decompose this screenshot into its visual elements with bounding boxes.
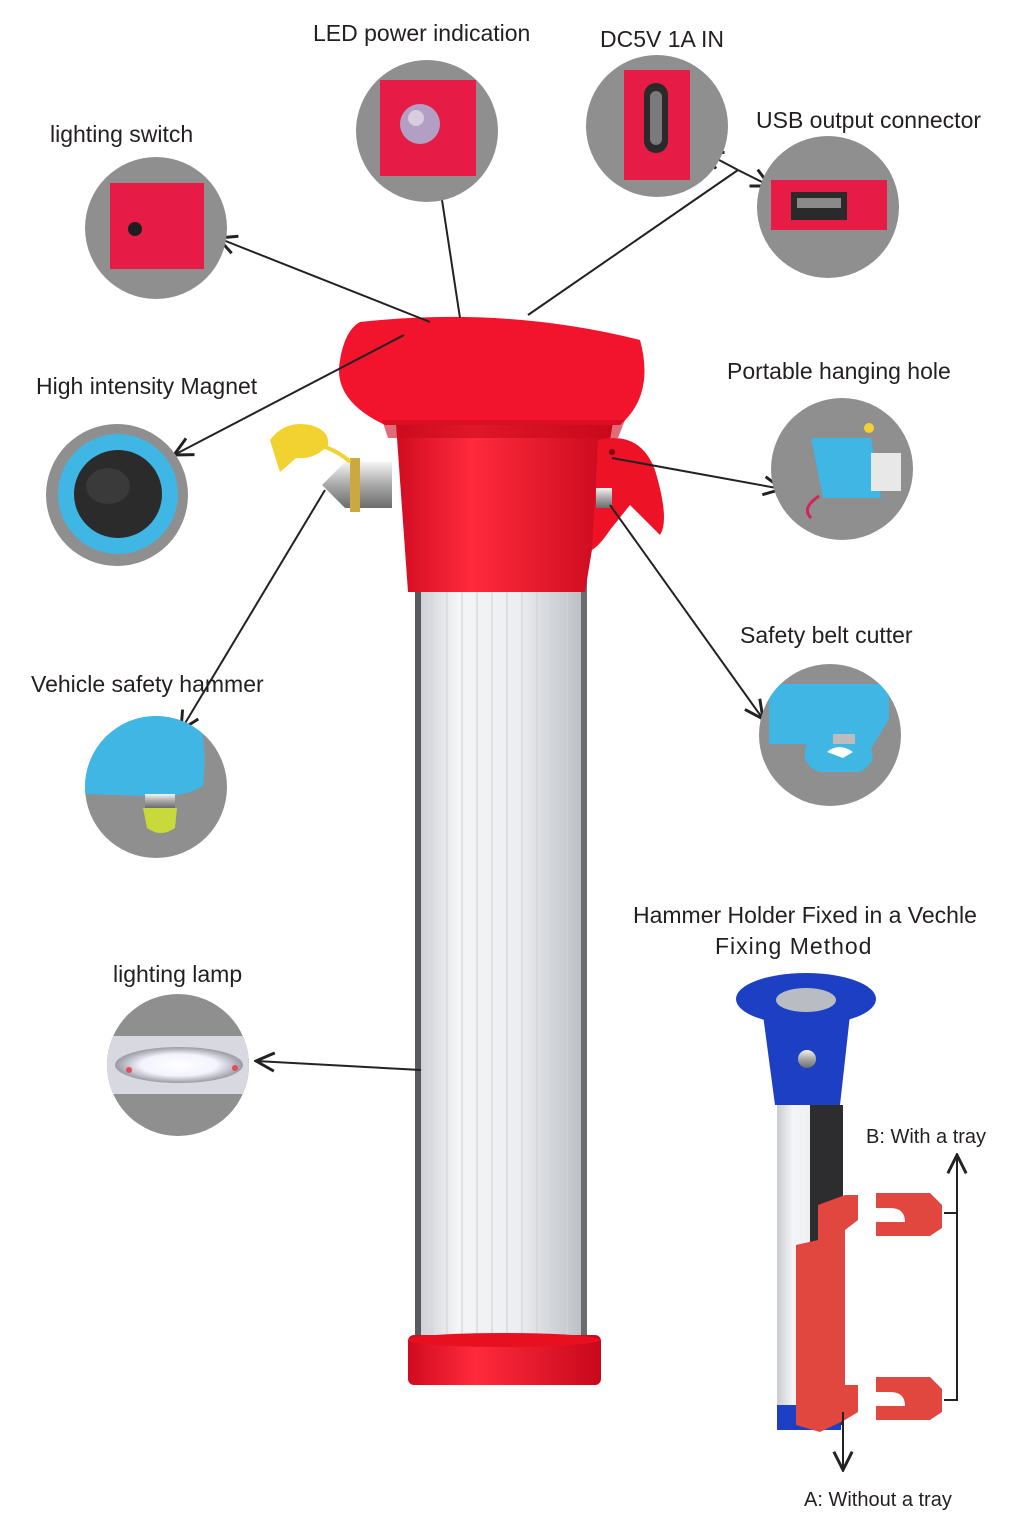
detail-hanging-hole	[771, 398, 913, 540]
label-dc-in: DC5V 1A IN	[600, 26, 724, 52]
detail-magnet	[46, 424, 188, 566]
led-icon	[380, 80, 476, 176]
detail-belt-cutter	[759, 664, 901, 806]
flashlight	[270, 316, 664, 1385]
switch-icon	[110, 183, 204, 269]
hanging-hole-icon	[805, 423, 901, 520]
label-hanging-hole: Portable hanging hole	[727, 358, 951, 384]
detail-lighting-lamp	[107, 994, 249, 1136]
hammer-icon	[85, 716, 205, 833]
belt-cutter-icon	[769, 684, 889, 772]
usb-icon	[771, 180, 887, 230]
label-led-power: LED power indication	[313, 20, 531, 46]
label-magnet: High intensity Magnet	[36, 373, 258, 399]
label-lighting-lamp: lighting lamp	[113, 961, 243, 987]
detail-safety-hammer	[85, 716, 227, 858]
detail-usb-output	[757, 136, 899, 278]
pointer-arrows	[174, 152, 782, 1070]
label-lighting-switch: lighting switch	[50, 121, 194, 147]
label-without-tray: A: Without a tray	[804, 1489, 952, 1511]
dc-port-icon	[624, 70, 690, 180]
detail-dc-in	[586, 55, 728, 197]
label-safety-hammer: Vehicle safety hammer	[31, 671, 264, 697]
holder-diagram	[736, 973, 957, 1470]
detail-lighting-switch	[85, 157, 227, 299]
label-usb-output: USB output connector	[756, 107, 982, 133]
detail-led-power	[356, 60, 498, 202]
magnet-icon	[58, 434, 178, 554]
holder-title-line-1: Hammer Holder Fixed in a Vechle	[633, 902, 977, 928]
label-with-tray: B: With a tray	[866, 1126, 987, 1148]
holder-title-line-2: Fixing Method	[715, 933, 873, 959]
label-belt-cutter: Safety belt cutter	[740, 622, 913, 648]
lamp-icon	[107, 1036, 249, 1094]
